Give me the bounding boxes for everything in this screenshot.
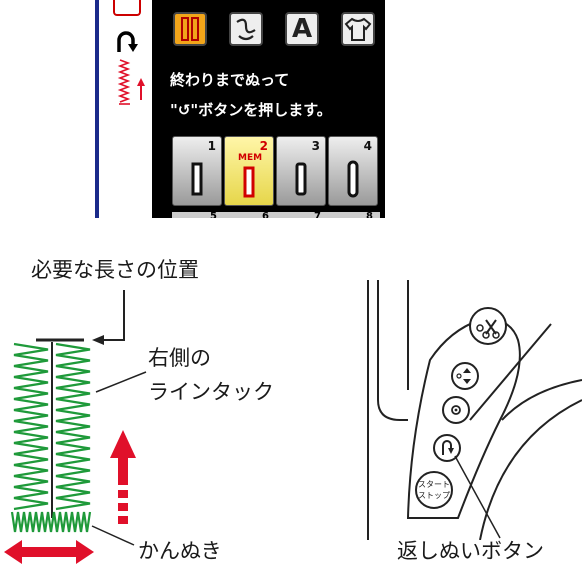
key-number: 1 [207,139,216,153]
speed-button[interactable] [442,396,470,424]
buttonhole-pattern-icon [347,160,359,198]
thread-cutter-button[interactable] [469,307,507,345]
start-stop-button[interactable] [415,471,453,509]
lcd-screen: A 終わりまでぬって "↺"ボタンを押します。 1 2 MEM 3 4 [95,0,385,218]
buttonhole-pattern-icon [243,166,255,198]
key-number: 3 [311,139,320,153]
required-length-label: 必要な長さの位置 [31,258,199,282]
pattern-row-2: 5 6 7 8 [172,212,380,218]
shirt-tab[interactable] [341,12,375,46]
machine-edge [501,379,582,421]
key-number: 7 [314,211,321,219]
machine-edge [377,280,408,421]
left-line-tack [13,342,49,511]
top-indicator [113,0,141,16]
width-double-arrow [4,540,94,564]
arrow-dash [118,516,128,524]
bartack-label: かんぬき [138,539,222,563]
arrow-dash [118,503,128,511]
mem-label: MEM [238,153,263,163]
reverse-icon [117,31,138,52]
machine-edge [479,399,582,540]
lcd-message-line2: "↺"ボタンを押します。 [170,101,332,119]
key-number: 5 [210,211,217,219]
key-number: 2 [259,139,268,153]
length-leader-arrow [92,335,104,345]
buttonhole-icon [181,17,199,41]
machine-edge [469,323,552,421]
length-leader-line [100,290,125,341]
key-number: 8 [366,211,373,219]
reverse-button[interactable] [433,434,461,462]
pattern-key-4[interactable]: 4 [328,136,378,206]
right-line-label-1: 右側の [148,346,211,370]
buttonhole-pattern-icon [191,162,203,196]
sew-direction-arrow [110,430,136,485]
decorative-tab[interactable] [229,12,263,46]
machine-diagram: スタート ストップ [367,280,582,540]
buttonhole-tab[interactable] [173,12,207,46]
panel-border-right [152,0,158,218]
shirt-icon [344,17,372,41]
stitch-progress-icon [117,59,145,105]
buttonhole-pattern-icon [295,162,307,196]
right-line-tack [55,342,91,511]
bartack-stitches [10,511,92,533]
pattern-key-1[interactable]: 1 [172,136,222,206]
pattern-key-3[interactable]: 3 [276,136,326,206]
right-line-leader [95,371,147,393]
letter-tab[interactable]: A [285,12,319,46]
lcd-left-panel [95,0,158,218]
needle-position-button[interactable] [451,362,479,390]
lcd-message: 終わりまでぬって "↺"ボタンを押します。 [170,65,380,125]
stitch-diagram [4,290,147,564]
decorative-icon [236,18,256,41]
right-line-label-2: ラインタック [148,380,274,404]
reverse-button-label: 返しぬいボタン [397,539,544,563]
start-stop-text-2: ストップ [418,491,450,500]
key-number: 6 [262,211,269,219]
panel-border-left [95,0,99,218]
pattern-key-2[interactable]: 2 MEM [224,136,274,206]
start-stop-text-1: スタート [418,480,450,489]
reverse-button-leader [454,455,501,539]
lcd-message-line1: 終わりまでぬって [170,71,290,89]
arrow-dash [118,490,128,498]
bartack-leader [91,525,135,546]
key-number: 4 [363,139,372,153]
